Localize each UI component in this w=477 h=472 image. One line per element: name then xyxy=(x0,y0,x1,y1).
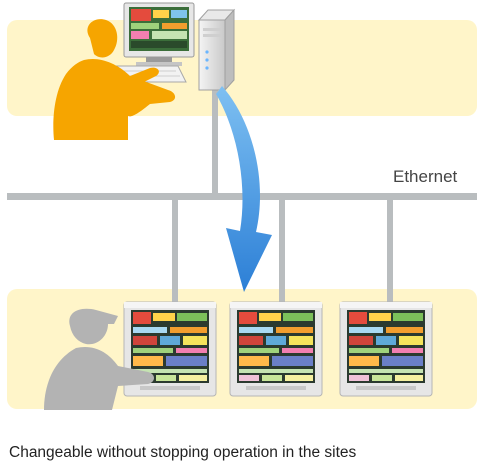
touch-panel-icon xyxy=(339,301,433,397)
office-operator xyxy=(53,19,176,140)
touch-panel-icon xyxy=(229,301,323,397)
field-operator xyxy=(44,308,154,410)
diagram-caption: Changeable without stopping operation in… xyxy=(9,444,357,461)
server-tower-icon xyxy=(197,8,236,92)
ethernet-network xyxy=(7,70,477,307)
ethernet-label: Ethernet xyxy=(393,167,458,186)
desktop-computer-icon xyxy=(99,2,195,83)
curved-arrow-down-icon xyxy=(216,86,272,292)
